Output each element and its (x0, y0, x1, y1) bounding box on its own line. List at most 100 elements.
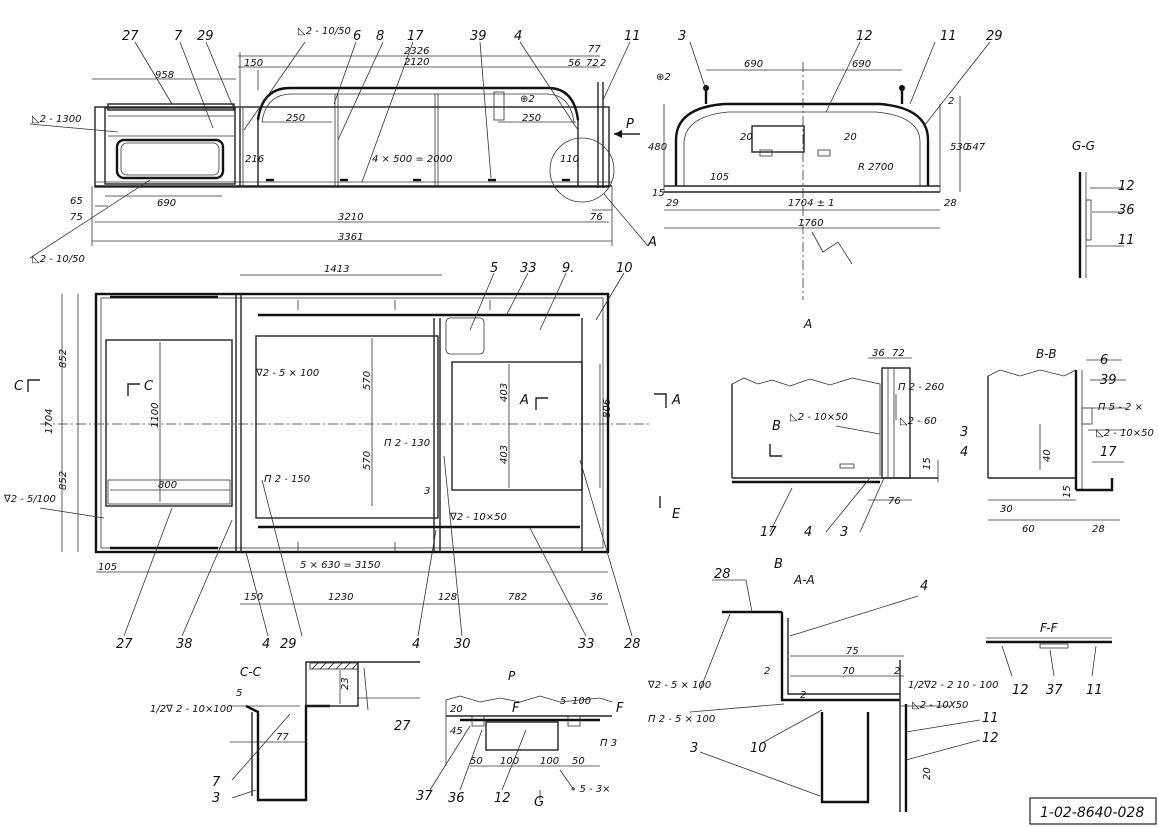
callout-27-plan: 27 (116, 637, 133, 652)
dim-216: 216 (245, 154, 264, 165)
weld-note-plan-3: Π 2 - 150 (264, 474, 310, 485)
callout-29-side: 29 (986, 29, 1003, 44)
dim-690-top: 690 (157, 198, 176, 209)
dim-77-cc: 77 (276, 732, 289, 743)
callout-5-plan: 5 (490, 261, 498, 276)
dim-20-left: 20 (740, 132, 753, 143)
callout-3-bb: 3 (960, 425, 968, 440)
weld-note-bb-2: ◺2 - 10×50 (1096, 428, 1154, 439)
callout-12-side: 12 (856, 29, 873, 44)
view-marker-f-right: F (616, 701, 624, 716)
dim-958: 958 (155, 70, 174, 81)
callout-12-gg: 12 (1118, 179, 1135, 194)
section-ff (986, 637, 1112, 677)
dim-105-plan: 105 (98, 562, 117, 573)
callout-6-top: 6 (353, 29, 361, 44)
view-marker-g: G (534, 795, 544, 810)
dim-3361: 3361 (338, 232, 363, 243)
dim-480: 480 (648, 142, 667, 153)
dim-3-plan: 3 (424, 486, 430, 497)
callout-30-plan: 30 (454, 637, 471, 652)
dim-110: 110 (560, 154, 579, 165)
dim-28-bb: 28 (1092, 524, 1105, 535)
weld-note-aa-4: Π 2 - 5 × 100 (648, 714, 715, 725)
callout-12-p: 12 (494, 791, 511, 806)
dim-45-p: 45 (450, 726, 463, 737)
view-marker-c-left: C (14, 379, 24, 394)
callout-3-aa: 3 (690, 741, 698, 756)
dim-852-lower: 852 (58, 471, 69, 490)
section-title-ff: F-F (1040, 621, 1059, 635)
weld-note-plan-1: ∇2 - 5 × 100 (255, 368, 319, 379)
callout-12-ff: 12 (1012, 683, 1029, 698)
section-title-aa: A-A (793, 573, 815, 587)
dim-r2700: R 2700 (858, 162, 894, 173)
dim-2120: 2120 (404, 57, 429, 68)
dim-15-detail-a: 15 (922, 457, 933, 470)
dim-30-bb: 30 (1000, 504, 1013, 515)
section-title-a: A (803, 317, 812, 331)
callout-33-plan-top: 33 (520, 261, 537, 276)
detail-a (731, 357, 939, 533)
callout-7-top: 7 (174, 29, 183, 44)
view-marker-a-right: A (671, 393, 681, 408)
callout-4-aa: 4 (920, 579, 928, 594)
dim-20-p: 20 (450, 704, 463, 715)
dim-150-top: 150 (244, 58, 263, 69)
callout-37-ff: 37 (1046, 683, 1063, 698)
dim-70-aa: 70 (842, 666, 855, 677)
callout-39-bb: 39 (1100, 373, 1117, 388)
callout-11-side: 11 (940, 29, 957, 44)
view-marker-b-under: B (774, 557, 783, 572)
callout-4-detail-a: 4 (804, 525, 812, 540)
dim-2-side: 2 (948, 96, 954, 107)
dim-20-right: 20 (844, 132, 857, 143)
callout-36-gg: 36 (1118, 203, 1135, 218)
dim-29: 29 (666, 198, 679, 209)
callout-6-bb: 6 (1100, 353, 1108, 368)
view-marker-b-inner: B (772, 419, 781, 434)
dim-690-side-right: 690 (852, 59, 871, 70)
dim-15-bb: 15 (1062, 485, 1073, 498)
weld-note-p-3: 5 (560, 696, 566, 707)
callout-27-top: 27 (122, 29, 139, 44)
section-title-bb: B-B (1036, 347, 1057, 361)
dim-1704-plan: 1704 (44, 409, 55, 434)
callout-29-top: 29 (197, 29, 214, 44)
weld-note-plan-2: Π 2 - 130 (384, 438, 430, 449)
dim-50-p-right: 50 (572, 756, 585, 767)
callout-10-aa: 10 (750, 741, 767, 756)
weld-note-a-3: ◺2 - 60 (900, 416, 937, 427)
section-bb (987, 359, 1126, 521)
callout-10-plan: 10 (616, 261, 633, 276)
dim-570-upper: 570 (362, 371, 373, 390)
drawing-code: 1-02-8640-028 (1040, 805, 1144, 821)
dim-3210: 3210 (338, 212, 363, 223)
dim-2-aa-left: 2 (764, 666, 770, 677)
callout-3-side: 3 (678, 29, 686, 44)
view-marker-a-inner: A (519, 393, 529, 408)
dim-75: 75 (70, 212, 83, 223)
dim-76-detail-a: 76 (888, 496, 901, 507)
dim-72: 72 (586, 58, 599, 69)
view-marker-p: P (626, 117, 634, 132)
dim-72-detail-a: 72 (892, 348, 905, 359)
dim-250-left: 250 (286, 113, 305, 124)
callout-17-detail-a: 17 (760, 525, 777, 540)
dim-403-lower: 403 (499, 445, 510, 464)
dim-20-aa: 20 (922, 767, 933, 780)
dim-36-detail-a: 36 (872, 348, 885, 359)
weld-note-top-2: ◺2 - 1300 (32, 114, 81, 125)
callout-8-top: 8 (376, 29, 384, 44)
callout-3-cc: 3 (212, 791, 220, 806)
callout-4-bb: 4 (960, 445, 968, 460)
dim-800: 800 (158, 480, 177, 491)
callout-38-plan: 38 (176, 637, 193, 652)
dim-570-lower: 570 (362, 451, 373, 470)
view-marker-f: F (512, 701, 520, 716)
section-title-p: P (508, 669, 516, 683)
weld-note-plan-4: ∇2 - 5/100 (3, 494, 56, 505)
callout-4-plan-left: 4 (262, 637, 270, 652)
callout-29-plan: 29 (280, 637, 297, 652)
dim-56: 56 (568, 58, 581, 69)
